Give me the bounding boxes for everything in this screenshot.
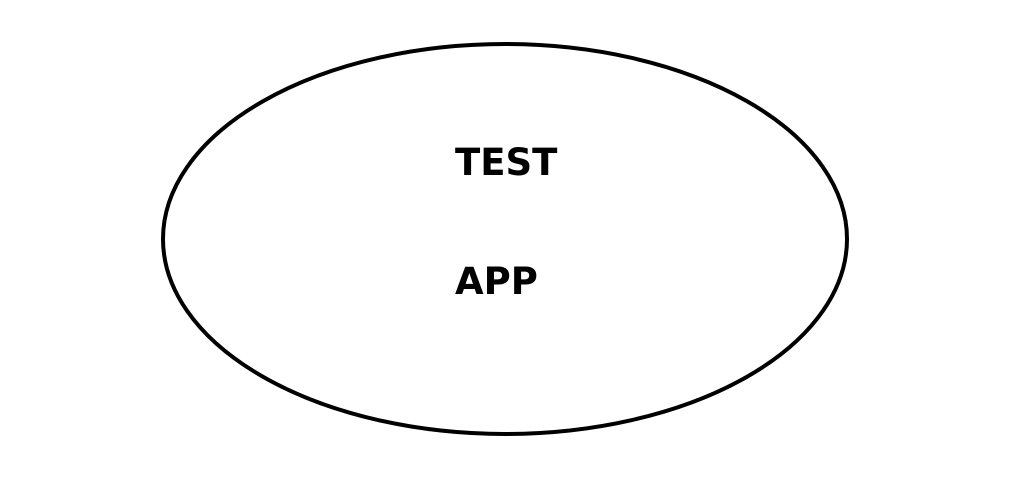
label-test: TEST (455, 141, 558, 184)
label-app: APP (455, 260, 538, 303)
ellipse-shape (161, 42, 849, 436)
